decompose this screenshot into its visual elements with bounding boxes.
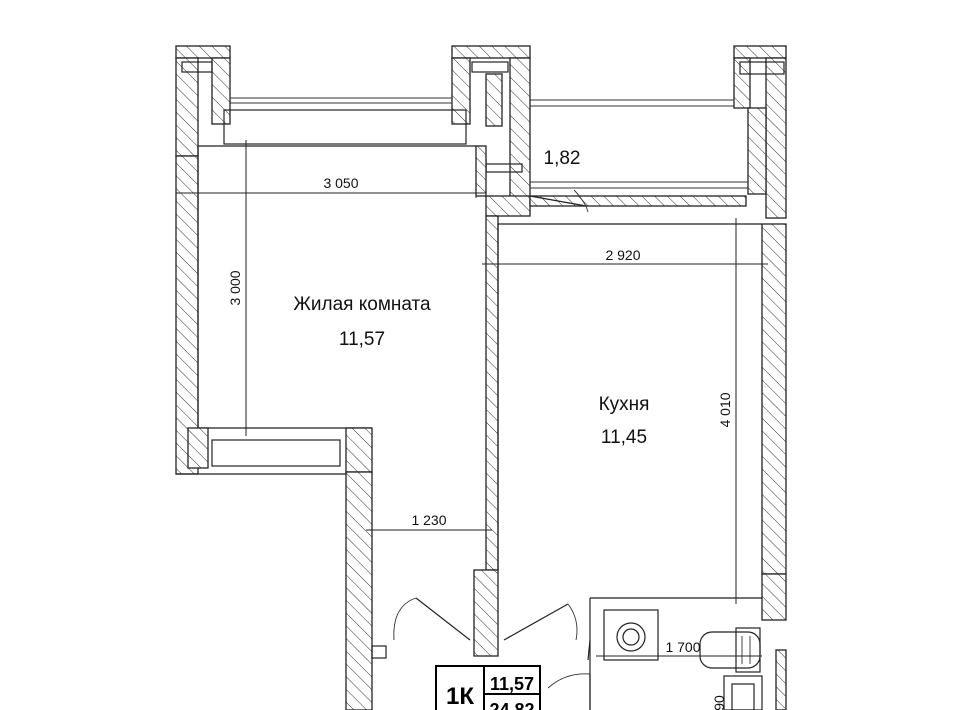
bath-depth-partial-label: 90 bbox=[711, 695, 727, 710]
living-window bbox=[223, 97, 467, 145]
dim-hall-width bbox=[366, 525, 492, 535]
balcony-glazing bbox=[530, 99, 748, 189]
kitchen-name: Кухня bbox=[599, 394, 650, 415]
toilet bbox=[723, 675, 763, 710]
hall-left-wall bbox=[345, 471, 387, 710]
badge-area-bottom: 24,82 bbox=[489, 700, 534, 710]
living-room-walls bbox=[175, 145, 531, 571]
bathroom-door bbox=[547, 639, 591, 710]
bath-width-label: 1 700 bbox=[665, 639, 700, 655]
top-right-pier bbox=[733, 45, 787, 219]
top-left-pier bbox=[175, 45, 231, 157]
kitchen-walls bbox=[497, 195, 787, 575]
bath-tub bbox=[699, 627, 761, 673]
dim-living-width bbox=[176, 188, 486, 198]
dim-kitchen-width bbox=[482, 259, 768, 269]
hall-width-label: 1 230 bbox=[411, 512, 446, 528]
washing-machine bbox=[603, 609, 659, 661]
central-partition bbox=[473, 569, 499, 657]
living-door bbox=[393, 597, 471, 641]
living-room-name: Жилая комната bbox=[293, 294, 431, 315]
right-lower-walls bbox=[589, 573, 787, 710]
kitchen-area: 11,45 bbox=[601, 427, 647, 448]
balcony-door bbox=[529, 189, 589, 213]
apartment-type: 1К bbox=[446, 683, 474, 710]
dim-kitchen-depth bbox=[731, 218, 741, 604]
kitchen-width-label: 2 920 bbox=[605, 247, 640, 263]
kitchen-depth-label: 4 010 bbox=[717, 392, 733, 427]
living-depth-label: 3 000 bbox=[227, 270, 243, 305]
balcony-area: 1,82 bbox=[544, 148, 581, 169]
apartment-badge: 1К 11,57 24,82 bbox=[435, 665, 541, 710]
top-middle-pier bbox=[451, 45, 531, 199]
living-width-label: 3 050 bbox=[323, 175, 358, 191]
living-room-area: 11,57 bbox=[339, 329, 385, 350]
dim-living-depth bbox=[241, 140, 251, 436]
badge-area-top: 11,57 bbox=[490, 674, 534, 694]
kitchen-door bbox=[503, 603, 578, 641]
